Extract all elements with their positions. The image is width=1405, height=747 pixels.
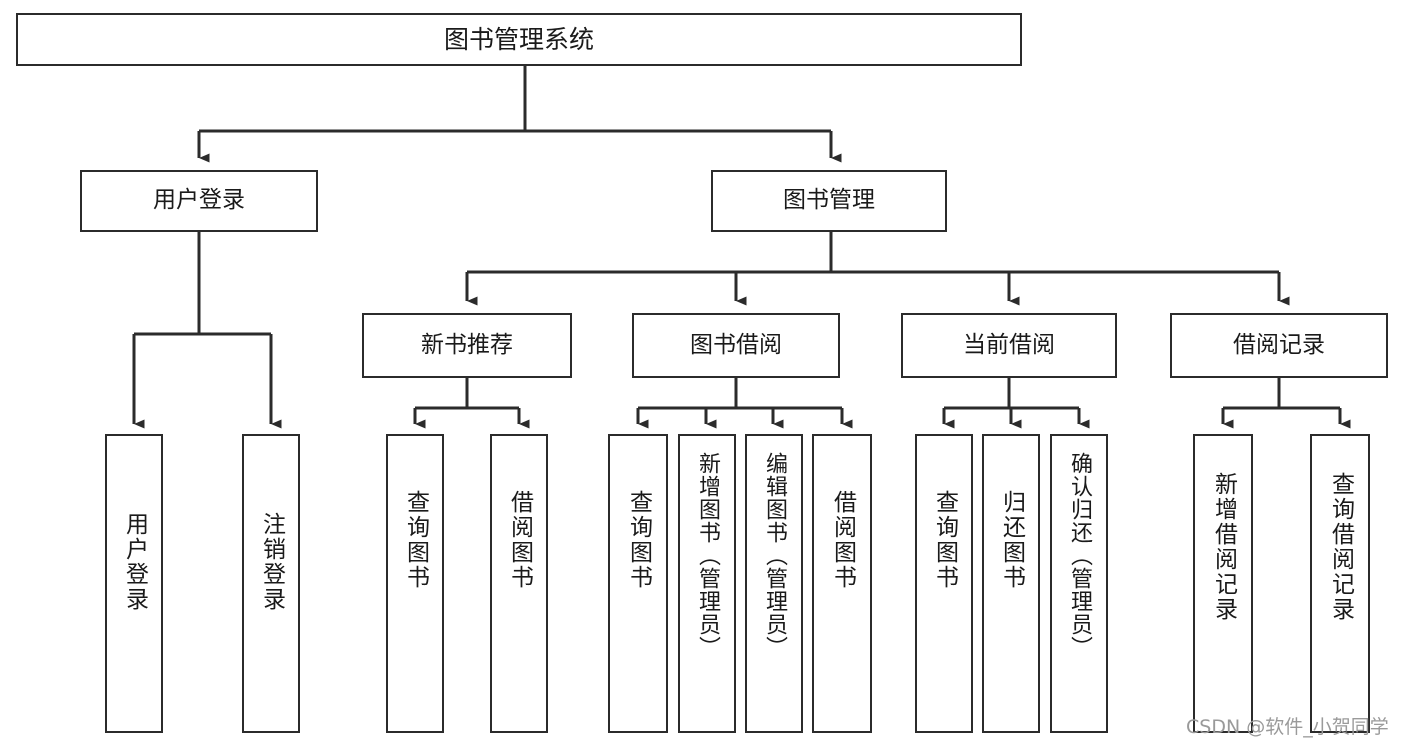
leaf-current-confirm-return-label: 确认归还（管理员） [1067,452,1092,659]
leaf-borrow-query-book[interactable]: 查询图书 [608,434,668,733]
node-book-borrow-label: 图书借阅 [690,331,782,358]
node-new-book-recommend[interactable]: 新书推荐 [362,313,572,378]
node-user-login-label: 用户登录 [153,187,245,214]
node-current-borrow-label: 当前借阅 [963,331,1055,358]
leaf-borrow-query-book-label: 查询图书 [625,490,652,590]
node-root[interactable]: 图书管理系统 [16,13,1022,66]
node-user-login[interactable]: 用户登录 [80,170,318,232]
leaf-logout-label: 注销登录 [258,512,285,612]
leaf-newbook-borrow-book-label: 借阅图书 [506,490,533,590]
leaf-borrow-add-book-label: 新增图书（管理员） [695,452,720,659]
node-borrow-record-label: 借阅记录 [1233,331,1325,358]
leaf-user-login[interactable]: 用户登录 [105,434,163,733]
leaf-record-add-record[interactable]: 新增借阅记录 [1193,434,1253,733]
node-book-management[interactable]: 图书管理 [711,170,947,232]
leaf-current-query-book-label: 查询图书 [931,490,958,590]
leaf-record-query-record-label: 查询借阅记录 [1327,472,1354,622]
watermark: CSDN @软件_小贺同学 [1186,716,1389,738]
node-root-label: 图书管理系统 [443,24,594,54]
leaf-record-add-record-label: 新增借阅记录 [1210,472,1237,622]
leaf-current-return-book[interactable]: 归还图书 [982,434,1040,733]
node-borrow-record[interactable]: 借阅记录 [1170,313,1388,378]
node-new-book-recommend-label: 新书推荐 [421,331,513,358]
leaf-newbook-query-book-label: 查询图书 [402,490,429,590]
leaf-borrow-borrow-book-label: 借阅图书 [829,490,856,590]
leaf-borrow-add-book[interactable]: 新增图书（管理员） [678,434,736,733]
leaf-borrow-edit-book[interactable]: 编辑图书（管理员） [745,434,803,733]
leaf-newbook-borrow-book[interactable]: 借阅图书 [490,434,548,733]
leaf-user-login-label: 用户登录 [121,512,148,612]
leaf-newbook-query-book[interactable]: 查询图书 [386,434,444,733]
leaf-borrow-borrow-book[interactable]: 借阅图书 [812,434,872,733]
leaf-logout[interactable]: 注销登录 [242,434,300,733]
node-book-borrow[interactable]: 图书借阅 [632,313,840,378]
leaf-borrow-edit-book-label: 编辑图书（管理员） [762,452,787,659]
node-current-borrow[interactable]: 当前借阅 [901,313,1117,378]
leaf-current-query-book[interactable]: 查询图书 [915,434,973,733]
leaf-record-query-record[interactable]: 查询借阅记录 [1310,434,1370,733]
leaf-current-return-book-label: 归还图书 [998,490,1025,590]
leaf-current-confirm-return[interactable]: 确认归还（管理员） [1050,434,1108,733]
node-book-management-label: 图书管理 [783,187,875,214]
